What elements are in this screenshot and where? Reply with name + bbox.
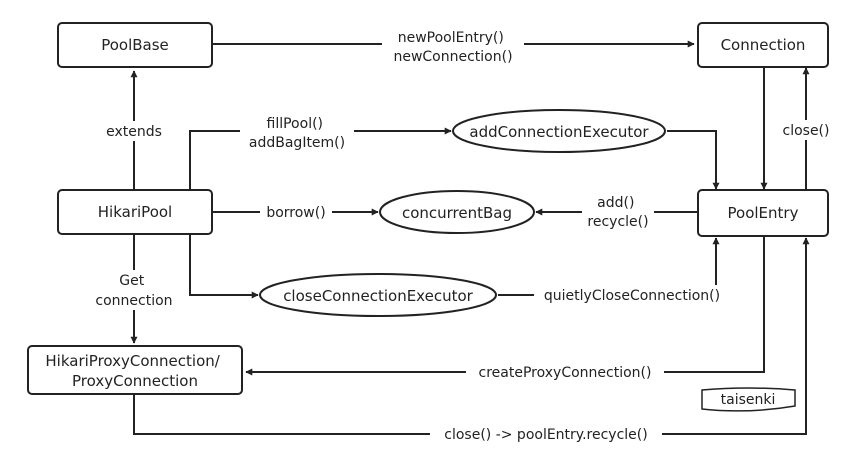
label-extends: extends	[106, 124, 162, 140]
node-hikari-proxy-connection-label: HikariProxyConnection/ ProxyConnection	[45, 352, 224, 390]
node-hikari-proxy-connection: HikariProxyConnection/ ProxyConnection	[27, 345, 243, 395]
watermark-tag: taisenki	[701, 387, 796, 412]
node-connection-label: Connection	[721, 36, 806, 54]
node-concurrent-bag: concurrentBag	[379, 190, 535, 234]
node-add-connection-executor: addConnectionExecutor	[452, 109, 666, 153]
node-add-connection-executor-label: addConnectionExecutor	[469, 123, 649, 141]
edge-addexecutor-to-poolentry	[667, 130, 720, 190]
label-close-recycle: close() -> poolEntry.recycle()	[444, 427, 647, 443]
node-connection: Connection	[697, 22, 829, 68]
label-create-proxy: createProxyConnection()	[479, 365, 652, 381]
node-concurrent-bag-label: concurrentBag	[402, 204, 512, 222]
node-poolentry-label: PoolEntry	[728, 204, 799, 222]
node-close-connection-executor-label: closeConnectionExecutor	[283, 287, 473, 305]
node-poolbase: PoolBase	[57, 22, 213, 68]
label-add-recycle: add() recycle()	[587, 195, 648, 230]
label-new-pool-entry: newPoolEntry() newConnection()	[393, 30, 512, 65]
label-get-connection: Get connection	[95, 273, 172, 309]
label-quietly-close: quietlyCloseConnection()	[544, 288, 720, 304]
node-poolbase-label: PoolBase	[101, 36, 169, 54]
node-poolentry: PoolEntry	[697, 189, 829, 237]
node-close-connection-executor: closeConnectionExecutor	[259, 273, 497, 317]
label-close: close()	[783, 123, 830, 139]
edge-poolentry-create-proxy	[245, 236, 765, 376]
node-hikaripool: HikariPool	[57, 189, 213, 235]
edge-hikaripool-to-addexecutor	[189, 127, 452, 190]
label-borrow: borrow()	[266, 205, 325, 221]
node-hikaripool-label: HikariPool	[98, 203, 172, 221]
edge-hikaripool-to-closeexecutor	[189, 234, 259, 299]
watermark-label: taisenki	[721, 392, 776, 408]
label-fill-pool: fillPool() addBagItem()	[249, 116, 345, 151]
